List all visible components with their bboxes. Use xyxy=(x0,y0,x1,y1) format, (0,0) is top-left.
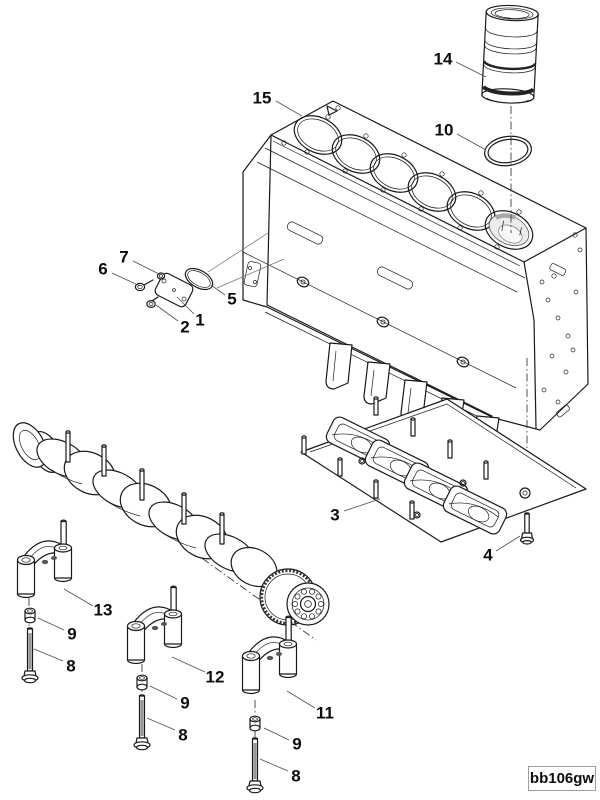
cover-plate-gasket xyxy=(184,267,214,291)
bearing-cap-bolt-1 xyxy=(21,627,39,684)
callout-2: 2 xyxy=(180,318,189,337)
callout-13: 13 xyxy=(94,601,113,620)
plate-screw-bottom xyxy=(146,296,159,309)
main-bearing-cap-12 xyxy=(126,585,183,665)
callout-leader-8 xyxy=(33,648,64,662)
callout-leader-9 xyxy=(263,727,290,741)
callout-leader-9 xyxy=(37,617,65,631)
callout-4: 4 xyxy=(483,546,493,565)
bedplate-assembly xyxy=(300,396,587,543)
open-bore xyxy=(484,210,534,250)
bearing-cap-bolt-3 xyxy=(246,737,264,794)
callout-leader-5 xyxy=(210,284,226,296)
callout-leader-9 xyxy=(149,685,178,700)
bearing-cap-sleeve-3 xyxy=(249,715,261,732)
callout-9: 9 xyxy=(180,694,189,713)
vibration-damper xyxy=(286,582,330,626)
o-ring-seal xyxy=(484,135,532,167)
callout-leader-4 xyxy=(495,535,521,552)
callout-8: 8 xyxy=(291,767,300,786)
cover-plate xyxy=(154,272,194,308)
bearing-cap-sleeve-2 xyxy=(136,674,148,691)
callout-6: 6 xyxy=(98,260,107,279)
callout-10: 10 xyxy=(435,121,454,140)
block-right-face xyxy=(539,247,583,418)
cover-plate-pad xyxy=(243,261,262,287)
deck-bolt-holes xyxy=(281,105,578,279)
bedplate-bolt xyxy=(519,512,535,545)
cylinder-bores xyxy=(293,115,534,250)
callout-leader-8 xyxy=(146,717,176,731)
callout-1: 1 xyxy=(195,311,204,330)
callout-leader-1 xyxy=(176,296,195,315)
callout-12: 12 xyxy=(206,668,225,687)
callout-layer: 15 14 10 76 5 12 3 4 13 9 8 12 9 8 11 9 8 xyxy=(33,50,521,786)
callout-leader-15 xyxy=(275,100,303,117)
callout-leader-6 xyxy=(111,272,141,287)
callout-leader-13 xyxy=(63,588,94,607)
bedplate-nuts xyxy=(358,457,467,519)
callout-11: 11 xyxy=(316,704,334,723)
callout-leader-7 xyxy=(132,260,162,276)
callout-9: 9 xyxy=(292,735,301,754)
callout-leader-14 xyxy=(455,61,487,78)
callout-7: 7 xyxy=(119,248,128,267)
main-bearing-cap-11 xyxy=(241,615,298,695)
cover-plate-group xyxy=(134,232,285,309)
callout-9: 9 xyxy=(67,625,76,644)
bearing-cap-bolt-2 xyxy=(133,694,151,751)
callout-leader-2 xyxy=(155,304,179,322)
callout-leader-10 xyxy=(456,133,487,151)
callout-15: 15 xyxy=(253,89,272,108)
callout-5: 5 xyxy=(227,290,236,309)
main-bearing-cap-13 xyxy=(16,519,73,599)
callout-leader-12 xyxy=(171,656,206,673)
engine-block xyxy=(242,100,589,451)
callout-8: 8 xyxy=(178,726,187,745)
callout-14: 14 xyxy=(434,50,453,69)
callout-leader-8 xyxy=(259,758,289,772)
callout-3: 3 xyxy=(330,506,339,525)
callout-8: 8 xyxy=(66,657,75,676)
crankshaft xyxy=(12,422,330,626)
callout-leader-3 xyxy=(343,498,381,512)
cylinder-liner xyxy=(481,4,539,104)
crank-cap-studs xyxy=(65,430,225,545)
callout-leader-11 xyxy=(286,690,316,709)
figure-code-label: bb106gw xyxy=(528,766,596,791)
bearing-cap-sleeve-1 xyxy=(24,607,36,624)
